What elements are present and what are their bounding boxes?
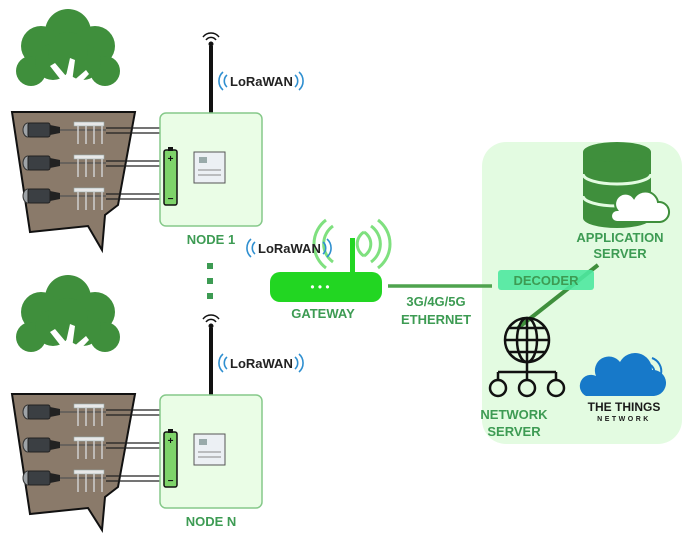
decoder-badge xyxy=(498,270,594,290)
router-icon xyxy=(270,272,382,302)
antenna-icon xyxy=(202,32,220,117)
link-label-line2: ETHERNET xyxy=(401,312,471,327)
link-label-line1: 3G/4G/5G xyxy=(406,294,465,309)
node-n-group: + − LoRaWAN NODE N xyxy=(10,275,304,533)
lorawan-logo: LoRaWAN xyxy=(246,238,332,258)
svg-text:+: + xyxy=(168,436,174,447)
node-n-label: NODE N xyxy=(186,514,237,529)
gateway-signal-waves xyxy=(312,218,392,270)
more-nodes-ellipsis xyxy=(207,263,213,299)
battery-icon: + − xyxy=(163,429,178,488)
node-1-group: + − LoRaWAN NODE 1 xyxy=(10,9,304,254)
tree-icon xyxy=(16,9,120,116)
node-cables xyxy=(106,127,160,200)
ttn-cloud-icon xyxy=(579,353,667,396)
tree-icon xyxy=(16,275,120,382)
application-server-label-2: SERVER xyxy=(593,246,647,261)
gateway-label: GATEWAY xyxy=(291,306,355,321)
gateway-antenna xyxy=(350,238,355,276)
node-cables xyxy=(106,409,160,482)
application-server-label-1: APPLICATION xyxy=(576,230,663,245)
decoder-label: DECODER xyxy=(513,273,579,288)
gateway-led-dots: • • • xyxy=(310,280,329,294)
node-1-lorawan-text: LoRaWAN xyxy=(230,74,293,89)
ttn-label-line2: NETWORK xyxy=(597,416,651,423)
gateway-group: • • • LoRaWAN GATEWAY xyxy=(246,218,392,321)
pcb-module xyxy=(193,151,226,184)
antenna-icon xyxy=(202,314,220,399)
node-n-lorawan-text: LoRaWAN xyxy=(230,356,293,371)
lorawan-logo: LoRaWAN xyxy=(218,71,304,91)
network-server-label-1: NETWORK xyxy=(480,407,548,422)
node-1-label: NODE 1 xyxy=(187,232,235,247)
pcb-module xyxy=(193,433,226,466)
lorawan-logo: LoRaWAN xyxy=(218,353,304,373)
cloud-icon xyxy=(610,190,670,223)
battery-icon: + − xyxy=(163,147,178,206)
svg-text:+: + xyxy=(168,154,174,165)
gateway-lorawan-text: LoRaWAN xyxy=(258,241,321,256)
ttn-label-line1: THE THINGS xyxy=(588,400,661,414)
svg-text:−: − xyxy=(168,194,174,205)
globe-network-icon xyxy=(488,316,566,398)
svg-text:−: − xyxy=(168,476,174,487)
cloud-panel xyxy=(482,142,682,444)
network-server-label-2: SERVER xyxy=(487,424,541,439)
